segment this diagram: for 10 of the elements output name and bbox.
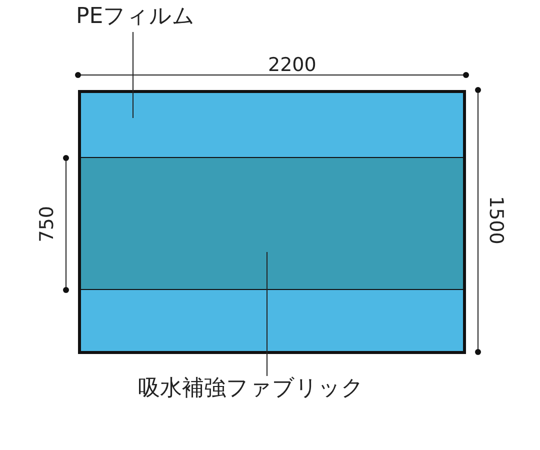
dimension-label: 1500 (486, 196, 505, 244)
dimension-label: 750 (38, 206, 57, 242)
sheet-band (78, 158, 466, 290)
dimension-label: 2200 (268, 56, 316, 75)
sheet-band (78, 90, 466, 158)
part-label: PEフィルム (76, 6, 196, 28)
leader-line (132, 32, 134, 118)
part-label: 吸水補強ファブリック (138, 378, 364, 400)
sheet-band (78, 290, 466, 354)
leader-line (266, 252, 268, 376)
